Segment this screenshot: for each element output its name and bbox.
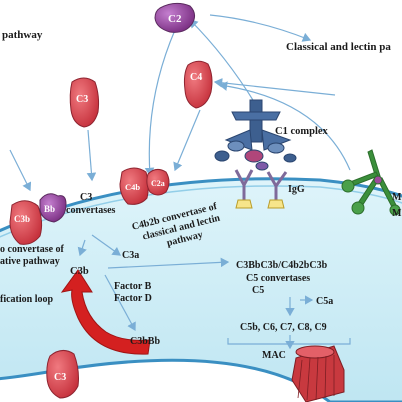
mbl-lectin-icon bbox=[341, 149, 401, 216]
mbl-label-line1: M bbox=[392, 192, 402, 203]
mac-pore-icon bbox=[291, 345, 345, 402]
c3-top-protein-icon bbox=[69, 77, 100, 128]
c5-convertases-label-line1: C3BbC3b/C4b2bC3b bbox=[236, 260, 328, 271]
c3-convertases-label-line2: convertases bbox=[66, 205, 116, 216]
c2a-protein-icon bbox=[146, 168, 170, 196]
c3-convertases-label-line1: C3 bbox=[80, 192, 92, 203]
alt-convertase-label-line2: ative pathway bbox=[0, 256, 60, 267]
c3-top-label: C3 bbox=[76, 94, 88, 105]
c3b-membrane-protein-icon bbox=[9, 200, 43, 245]
amplification-loop-label: fication loop bbox=[0, 294, 53, 305]
c5-convertases-label-line2: C5 convertases bbox=[246, 273, 310, 284]
c1-complex-label: C1 complex bbox=[275, 126, 329, 137]
c3b-protein-label: C3b bbox=[14, 214, 30, 224]
c3a-label: C3a bbox=[122, 250, 139, 261]
c3bbb-label: C3bBb bbox=[130, 336, 160, 347]
antigen-icon bbox=[235, 199, 285, 209]
igg-antibody-icon bbox=[234, 169, 288, 200]
factor-b-label: Factor B bbox=[114, 281, 152, 292]
mac-label: MAC bbox=[262, 350, 286, 361]
terminal-components-label: C5b, C6, C7, C8, C9 bbox=[240, 322, 327, 333]
c4b-protein-icon bbox=[119, 167, 149, 205]
c5a-label: C5a bbox=[316, 296, 333, 307]
bb-protein-icon bbox=[39, 193, 67, 223]
alt-convertase-label-line1: o convertase of bbox=[0, 244, 65, 255]
c3b-label: C3b bbox=[70, 266, 89, 277]
c4b-protein-label: C4b bbox=[125, 182, 140, 192]
classical-pathway-title: Classical and lectin pa bbox=[286, 41, 391, 53]
c4-label: C4 bbox=[190, 72, 202, 83]
alternative-pathway-title: pathway bbox=[2, 29, 43, 41]
factor-d-label: Factor D bbox=[114, 293, 152, 304]
bb-protein-label: Bb bbox=[44, 204, 55, 214]
c2-protein-icon bbox=[154, 2, 196, 33]
c5-label: C5 bbox=[252, 285, 264, 296]
mbl-label-line2: M bbox=[392, 208, 402, 219]
amplification-loop-arrow bbox=[60, 269, 151, 355]
c1-complex-icon bbox=[214, 99, 297, 171]
c4-protein-icon bbox=[183, 60, 213, 109]
c3-bottom-label: C3 bbox=[54, 372, 66, 383]
c2-label: C2 bbox=[168, 13, 182, 25]
c3-bottom-protein-icon bbox=[46, 350, 79, 399]
igg-label: IgG bbox=[288, 184, 305, 195]
pathway-arrows bbox=[9, 14, 351, 350]
c2a-protein-label: C2a bbox=[151, 179, 165, 188]
